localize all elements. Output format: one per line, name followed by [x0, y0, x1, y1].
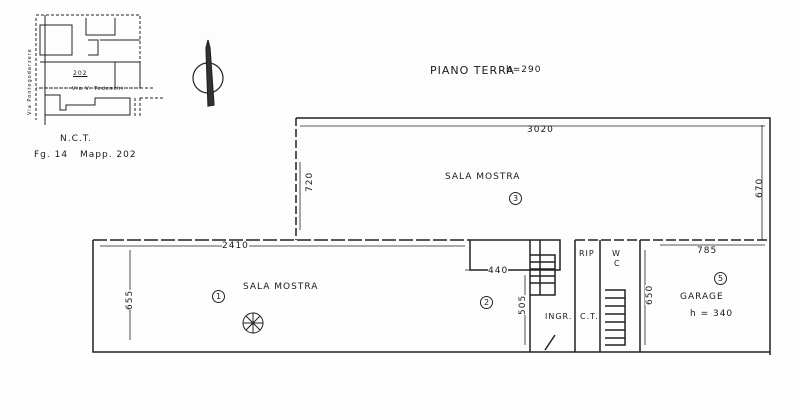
room-5-height: h = 340 [690, 309, 734, 319]
room-5-label: GARAGE [680, 292, 724, 302]
room-wc-label-w: W [612, 249, 621, 258]
plan-title: PIANO TERRA [430, 64, 515, 77]
room-5-number: 5 [714, 272, 727, 285]
north-arrow-icon [192, 39, 224, 107]
dim-2410: 2410 [222, 241, 249, 251]
room-3-label: SALA MOSTRA [445, 172, 521, 182]
map-parcel-ref: Mapp. 202 [80, 150, 137, 160]
room-wc-label-c: C [614, 259, 621, 268]
dim-720: 720 [305, 171, 315, 192]
dim-3020: 3020 [527, 125, 554, 135]
room-boiler-label: C.T. [580, 312, 599, 321]
room-1-label: SALA MOSTRA [243, 282, 319, 292]
dimension-lines [100, 125, 765, 345]
dim-655: 655 [125, 289, 135, 310]
room-1-number: 1 [212, 290, 225, 303]
walls [92, 117, 771, 355]
dim-440: 440 [488, 266, 509, 276]
map-registry: N.C.T. [60, 134, 93, 144]
floor-height: h=290 [506, 65, 542, 75]
map-street-tedeschi: Via V. Tedeschi [72, 86, 124, 92]
dim-505: 505 [518, 294, 528, 315]
room-2-number: 2 [480, 296, 493, 309]
room-3-number: 3 [509, 192, 522, 205]
site-map [35, 14, 165, 125]
room-entrance-label: INGR. [545, 312, 573, 321]
room-storage-label: RIP [579, 249, 595, 258]
dim-785: 785 [697, 246, 718, 256]
dim-670: 670 [755, 177, 765, 198]
map-street-pontegodarzere: Via Pontegodarzere [27, 48, 33, 115]
map-sheet: Fg. 14 [34, 150, 69, 160]
spiral-staircase-icon [242, 312, 264, 334]
dim-650: 650 [645, 284, 655, 305]
map-parcel: 202 [73, 70, 88, 77]
